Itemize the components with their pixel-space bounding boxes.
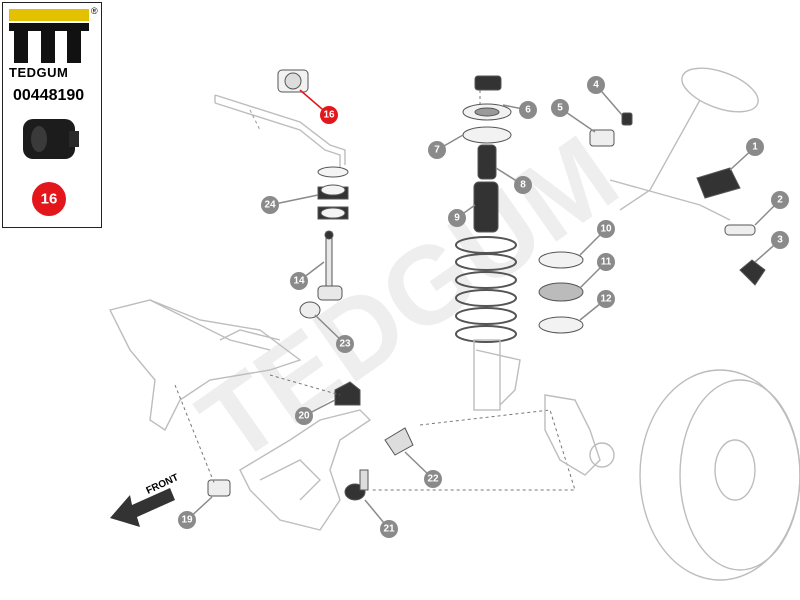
callout-label-19: 19 xyxy=(181,515,193,526)
callout-circle-5 xyxy=(551,99,569,117)
callout-label-4: 4 xyxy=(593,80,599,91)
callout-22: 22 xyxy=(404,451,442,488)
callout-3: 3 xyxy=(754,231,789,263)
callout-label-1: 1 xyxy=(752,142,758,153)
dash-line xyxy=(249,109,261,131)
front-arrow: FRONT xyxy=(110,472,180,527)
callout-label-21: 21 xyxy=(383,524,395,535)
bump-stop-8 xyxy=(477,144,497,180)
callout-label-7: 7 xyxy=(434,145,440,156)
tie-rod-end-2 xyxy=(724,224,756,236)
rack-boot-1 xyxy=(696,167,741,199)
callout-6: 6 xyxy=(502,101,537,119)
dust-boot-9 xyxy=(473,181,499,233)
callout-label-24: 24 xyxy=(264,200,276,211)
callout-24: 24 xyxy=(261,194,319,214)
callout-12: 12 xyxy=(579,290,615,321)
part-info-box: ® TEDGUM 00448190 16 xyxy=(2,2,102,228)
callout-label-5: 5 xyxy=(557,103,563,114)
callout-10: 10 xyxy=(579,220,615,256)
callout-circle-3 xyxy=(771,231,789,249)
callout-circle-4 xyxy=(587,76,605,94)
callout-8: 8 xyxy=(495,167,532,194)
callout-9: 9 xyxy=(448,204,476,227)
steering-wheel xyxy=(609,67,759,221)
callout-circle-12 xyxy=(597,290,615,308)
brand-name: TEDGUM xyxy=(9,65,69,80)
callout-14: 14 xyxy=(290,261,325,290)
bushing-4 xyxy=(621,112,633,126)
callout-label-6: 6 xyxy=(525,105,531,116)
callout-4: 4 xyxy=(587,76,623,116)
brake-drum xyxy=(639,369,800,581)
callout-5: 5 xyxy=(551,99,596,133)
callout-label-11: 11 xyxy=(601,257,612,268)
callout-2: 2 xyxy=(754,191,789,226)
strut-body xyxy=(473,339,521,411)
callout-circle-7 xyxy=(428,141,446,159)
link-bushings xyxy=(317,166,349,220)
callout-circle-20 xyxy=(295,407,313,425)
callout-label-16: 16 xyxy=(323,110,335,121)
stabilizer-link xyxy=(317,230,343,301)
callout-circle-24 xyxy=(261,196,279,214)
callout-circle-9 xyxy=(448,209,466,227)
highlight-badge-label: 16 xyxy=(41,191,58,208)
lower-arm-bushing-19 xyxy=(207,479,231,497)
callout-1: 1 xyxy=(729,138,764,171)
guide-lines xyxy=(174,90,576,491)
subframe xyxy=(108,299,302,432)
callout-label-2: 2 xyxy=(777,195,783,206)
coil-spring xyxy=(455,236,517,343)
callout-label-9: 9 xyxy=(454,213,460,224)
stabilizer-bar xyxy=(214,94,346,168)
bushing-5 xyxy=(589,129,615,147)
callout-label-8: 8 xyxy=(520,180,526,191)
callout-20: 20 xyxy=(295,399,336,425)
bushing-photo xyxy=(23,119,79,159)
part-number: 00448190 xyxy=(13,87,85,104)
lower-control-arm xyxy=(239,409,372,531)
callout-label-3: 3 xyxy=(777,235,783,246)
callout-circle-6 xyxy=(519,101,537,119)
callout-circle-16 xyxy=(320,106,338,124)
callout-11: 11 xyxy=(579,253,615,289)
callout-circle-21 xyxy=(380,520,398,538)
highlight-badge: 16 xyxy=(32,182,66,216)
callout-21: 21 xyxy=(364,499,398,538)
small-bush-23 xyxy=(299,301,321,319)
top-mount-7 xyxy=(462,126,512,144)
callout-16: 16 xyxy=(299,89,338,124)
top-mount-6 xyxy=(462,75,512,121)
callout-label-10: 10 xyxy=(600,224,612,235)
callout-label-23: 23 xyxy=(339,339,351,350)
boot-3 xyxy=(739,259,766,286)
callout-circle-1 xyxy=(746,138,764,156)
callout-label-22: 22 xyxy=(427,474,439,485)
callout-19: 19 xyxy=(178,496,213,529)
tedgum-logo xyxy=(9,9,89,63)
callout-23: 23 xyxy=(314,314,354,353)
callout-circle-11 xyxy=(597,253,615,271)
lower-arm-bushing-20 xyxy=(334,381,361,406)
stabilizer-bushing-part xyxy=(277,69,309,93)
callout-circle-22 xyxy=(424,470,442,488)
callout-circle-19 xyxy=(178,511,196,529)
callout-circle-10 xyxy=(597,220,615,238)
ball-joint-21 xyxy=(344,469,369,501)
boot-22 xyxy=(384,427,414,456)
callout-7: 7 xyxy=(428,134,464,159)
registered-mark: ® xyxy=(91,6,98,16)
callout-label-14: 14 xyxy=(293,276,305,287)
callout-circle-23 xyxy=(336,335,354,353)
callout-circle-2 xyxy=(771,191,789,209)
spring-seats xyxy=(538,251,584,334)
callout-label-12: 12 xyxy=(600,294,612,305)
knuckle xyxy=(544,394,615,476)
callout-label-20: 20 xyxy=(298,411,310,422)
callout-circle-14 xyxy=(290,272,308,290)
callout-circle-8 xyxy=(514,176,532,194)
